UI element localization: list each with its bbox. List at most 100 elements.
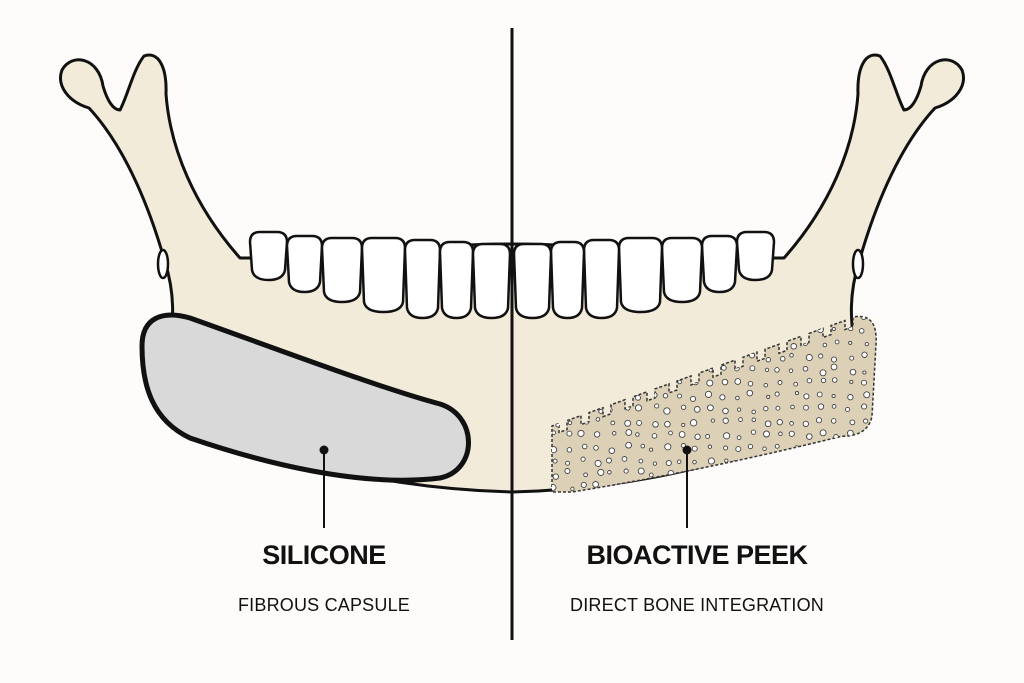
peek-pore	[834, 339, 840, 345]
tooth-right-7	[512, 242, 553, 320]
peek-pore	[788, 368, 794, 373]
peek-pore	[705, 433, 711, 439]
peek-pore	[592, 481, 599, 488]
peek-pore	[735, 395, 740, 401]
peek-pore	[848, 340, 853, 345]
peek-pore	[747, 443, 754, 450]
peek-pore	[831, 326, 836, 332]
peek-pore	[802, 366, 809, 372]
peek-pore	[861, 403, 868, 410]
peek-pore	[830, 363, 838, 371]
peek-pore	[776, 460, 783, 467]
peek-pore	[638, 458, 644, 464]
peek-pore	[764, 367, 770, 373]
peek-pore	[774, 391, 780, 397]
peek-pore	[831, 404, 837, 409]
tooth-left-5	[403, 238, 442, 320]
peek-pore	[737, 469, 744, 476]
peek-pore	[738, 417, 743, 422]
peek-pore	[608, 487, 613, 492]
peek-pore	[664, 420, 671, 428]
peek-pore	[830, 356, 838, 363]
peek-pore	[707, 457, 715, 465]
peek-pore	[623, 468, 629, 474]
peek-pore	[580, 481, 587, 488]
peek-pore	[663, 407, 671, 415]
peek-pore	[789, 421, 794, 426]
peek-pore	[805, 353, 813, 362]
peek-pore	[821, 444, 829, 452]
peek-pore	[624, 419, 632, 427]
tooth-left-2	[285, 234, 324, 294]
peek-pore	[790, 343, 797, 350]
peek-pore	[775, 473, 783, 480]
peek-implant	[551, 315, 877, 493]
peek-pore	[719, 394, 726, 401]
tooth-right-6	[549, 240, 586, 320]
peek-pore	[789, 472, 796, 480]
peek-pore	[830, 471, 837, 478]
peek-pore	[597, 468, 605, 476]
peek-pore	[689, 395, 697, 402]
peek-pore	[847, 473, 854, 480]
peek-pore	[764, 472, 771, 479]
peek-pore	[625, 429, 633, 436]
peek-pore	[565, 460, 571, 466]
peek-pore	[552, 473, 559, 480]
peek-pore	[861, 379, 867, 386]
tooth-right-2	[700, 234, 739, 294]
peek-pore	[751, 409, 756, 415]
peek-pore	[750, 486, 756, 491]
peek-pore	[637, 482, 645, 489]
silicone-title: SILICONE	[262, 540, 386, 570]
peek-pore	[692, 459, 697, 465]
tooth-left-6	[438, 240, 475, 320]
peek-pore	[831, 393, 836, 399]
peek-pore	[598, 408, 604, 414]
peek-pore	[651, 433, 658, 439]
peek-pore	[580, 456, 586, 462]
peek-pore	[721, 378, 729, 386]
peek-pore	[849, 355, 855, 361]
peek-pore	[581, 443, 588, 450]
peek-pore	[849, 419, 856, 426]
peek-pore	[608, 447, 616, 454]
peek-pore	[552, 458, 558, 464]
peek-pore	[705, 482, 711, 489]
peek-pore	[637, 467, 645, 475]
tooth-left-1	[248, 230, 289, 282]
peek-pore	[860, 468, 866, 475]
peek-pore	[606, 457, 612, 464]
peek-pore	[789, 353, 794, 358]
peek-pore	[634, 404, 643, 412]
peek-pore	[552, 446, 558, 454]
peek-pore	[858, 328, 865, 334]
peek-pore	[763, 456, 769, 462]
peek-pore	[803, 404, 809, 411]
peek-subtitle: DIRECT BONE INTEGRATION	[570, 595, 824, 615]
peek-pore	[654, 403, 660, 409]
peek-pore	[830, 418, 837, 424]
peek-pore	[652, 461, 658, 466]
peek-pore	[735, 482, 743, 489]
peek-pore	[680, 404, 687, 410]
peek-pore	[694, 433, 701, 440]
peek-pore	[668, 430, 673, 436]
peek-pore	[845, 406, 851, 413]
peek-pore	[635, 394, 641, 401]
peek-pore	[778, 431, 783, 437]
peek-pore	[862, 461, 867, 466]
peek-pore	[676, 459, 682, 464]
peek-pore	[775, 405, 781, 411]
peek-pore	[820, 377, 827, 384]
peek-pore	[566, 430, 573, 437]
tooth-right-3	[660, 236, 704, 304]
peek-pore	[677, 393, 682, 399]
peek-pore	[862, 484, 870, 491]
peek-pore	[802, 420, 809, 428]
peek-pore	[567, 420, 573, 426]
peek-pore	[776, 486, 782, 492]
peek-pore	[763, 382, 769, 388]
peek-pore	[690, 470, 699, 479]
peek-pore	[724, 458, 729, 463]
